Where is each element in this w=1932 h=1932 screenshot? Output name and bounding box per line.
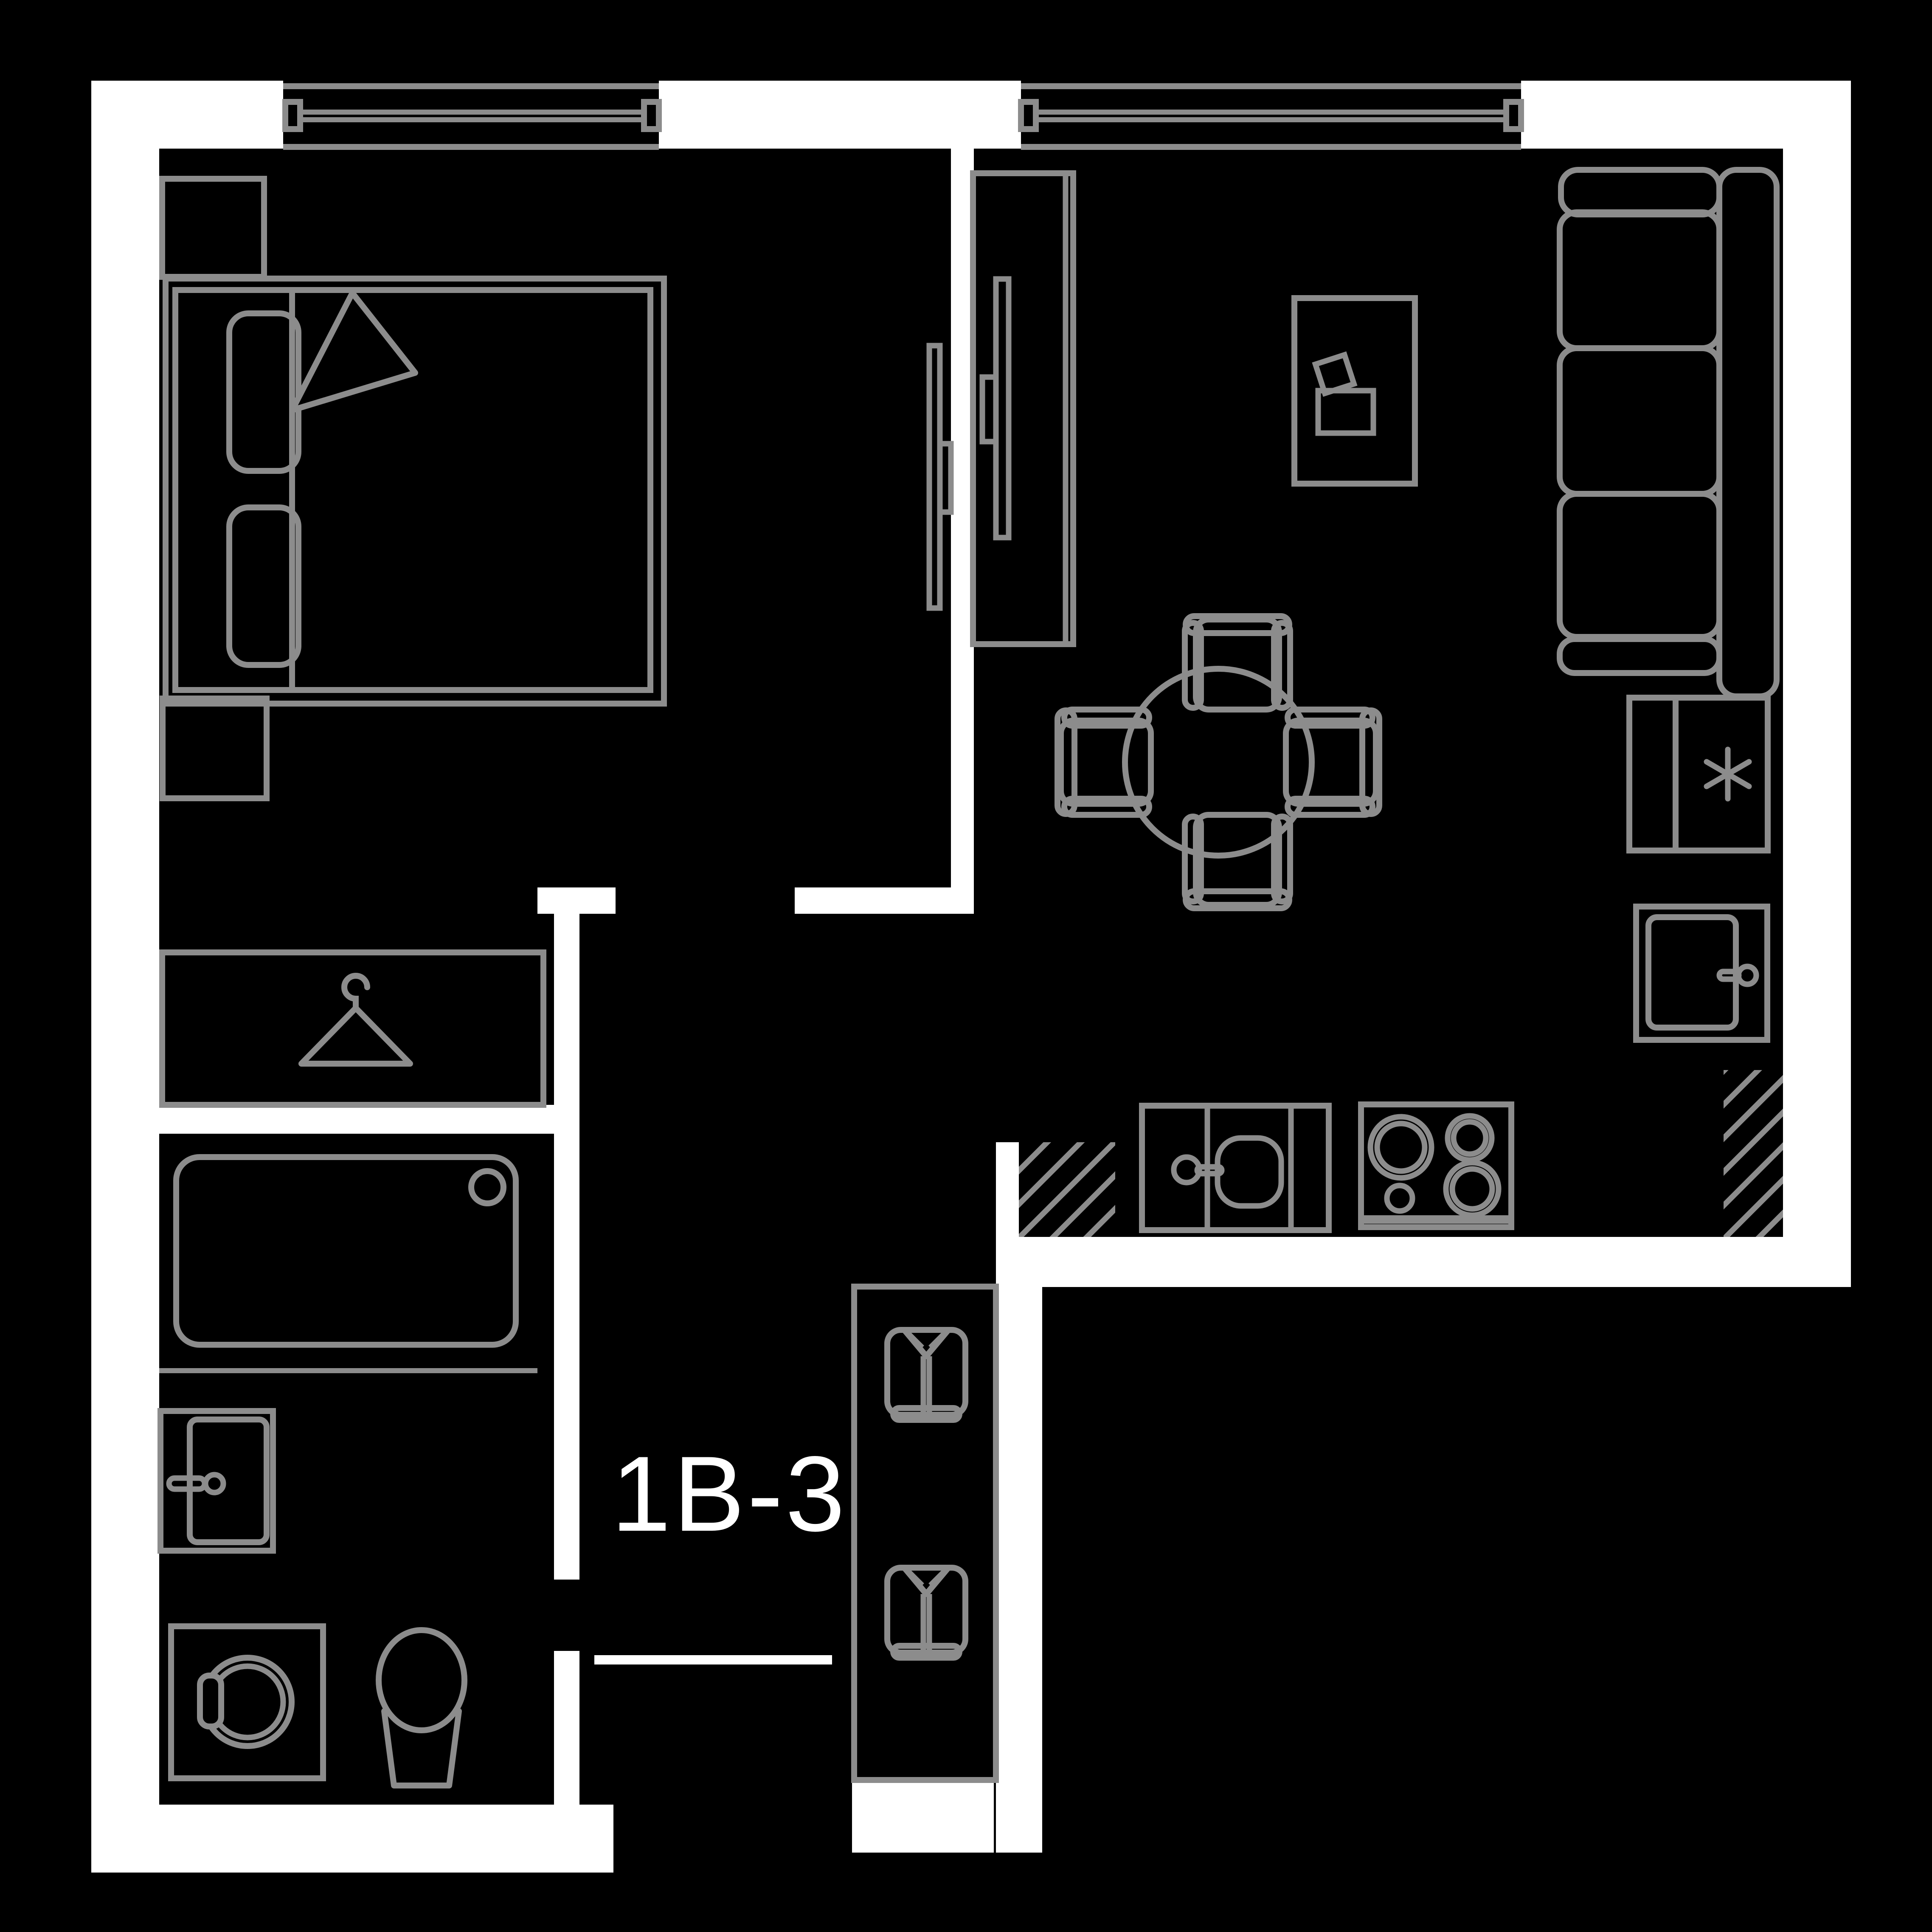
- shirt-icon: [887, 1330, 965, 1420]
- fridge-icon: [1626, 695, 1771, 853]
- walls: [91, 81, 1851, 1873]
- nightstand-bottom: [160, 696, 270, 801]
- wall-bathroom-east-a: [554, 1134, 579, 1580]
- dining-chair: [1057, 710, 1151, 815]
- bedroom-tv-icon: [926, 343, 954, 611]
- dining-chair: [1185, 616, 1290, 710]
- sofa-cushion: [1557, 491, 1722, 640]
- sofa-armrest: [1557, 636, 1722, 676]
- sofa-cushion: [1557, 209, 1722, 351]
- sofa-cushion: [1557, 345, 1722, 497]
- sofa-backrest: [1716, 167, 1780, 699]
- bathroom-cabinet-icon: [157, 1408, 276, 1554]
- label-dash: [594, 1655, 832, 1664]
- bed-icon: [159, 176, 667, 801]
- wall-right: [1783, 81, 1851, 1287]
- bathtub-drain: [468, 1168, 506, 1206]
- sink-basin: [1215, 1135, 1284, 1209]
- blanket-fold: [289, 290, 418, 413]
- coffee-table-icon: [1291, 295, 1418, 487]
- wall-left: [91, 81, 159, 1873]
- dining-table-icon: [1057, 616, 1379, 908]
- wall-bedroom-south: [795, 887, 974, 914]
- dining-chair: [1185, 815, 1290, 908]
- wall-bedroom-door-stub: [537, 887, 616, 914]
- nightstand-top: [159, 176, 267, 280]
- wall-kitchen-stub: [996, 1142, 1019, 1237]
- wall-closet-bottom: [852, 1780, 994, 1853]
- wall-top-left: [91, 81, 283, 149]
- dining-chair: [1286, 710, 1379, 815]
- bed-frame: [163, 276, 667, 707]
- bathtub-icon: [173, 1154, 519, 1348]
- kitchen-sink-icon: [1139, 1103, 1332, 1233]
- bedroom-window-icon: [282, 83, 662, 150]
- cooktop-icon: [1358, 1101, 1514, 1230]
- wall-wardrobe-bathroom: [159, 1105, 579, 1134]
- toilet-icon: [376, 1627, 467, 1788]
- unit-label: 1B-3: [611, 1434, 847, 1554]
- shaft-hatch-icon: [1724, 1070, 1783, 1237]
- wall-hall-upper: [554, 914, 579, 1105]
- wall-top-middle: [659, 81, 1021, 149]
- wall-entry-east: [996, 1287, 1042, 1853]
- entry-closet: [851, 1284, 999, 1783]
- shaft-hatch-icon: [1019, 1142, 1115, 1237]
- hanger-icon: [298, 973, 413, 1067]
- wall-bottom-left: [91, 1805, 613, 1873]
- kitchen-cabinet-icon: [1633, 904, 1770, 1043]
- living-window-icon: [1018, 83, 1524, 150]
- wall-bathroom-east-b: [554, 1651, 579, 1805]
- bed-mattress: [172, 287, 653, 693]
- washer-door-hinge: [197, 1673, 224, 1729]
- tv-cabinet-icon: [970, 170, 1076, 647]
- wardrobe: [159, 949, 546, 1108]
- shirt-icon: [887, 1568, 965, 1658]
- wall-kitchen-south: [996, 1237, 1851, 1287]
- pillow: [226, 504, 301, 668]
- dining-table-top: [1122, 666, 1315, 859]
- toilet-bowl: [376, 1627, 467, 1733]
- sofa-armrest: [1558, 167, 1722, 217]
- washing-machine-icon: [168, 1623, 326, 1781]
- pillow: [226, 310, 301, 474]
- bathroom-divider-line: [159, 1368, 537, 1373]
- snowflake-asterisk-icon: [1704, 746, 1752, 802]
- sofa-icon: [1557, 167, 1780, 699]
